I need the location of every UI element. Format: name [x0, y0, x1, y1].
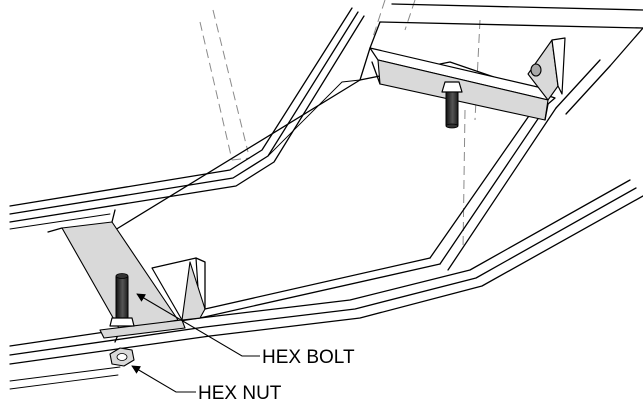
upper-cross-brace	[359, 21, 566, 121]
hex-nut-callout: HEX NUT	[198, 383, 282, 404]
hex-bolt-callout: HEX BOLT	[262, 347, 355, 368]
hidden-lines	[199, 0, 481, 251]
upper-nut-icon	[530, 63, 542, 77]
hex-nut	[109, 347, 135, 367]
callout-leaders	[131, 293, 260, 393]
hex-nut-leader	[131, 365, 196, 393]
right-frame-rail	[429, 27, 643, 271]
upper-hex-bolt	[441, 81, 463, 129]
upper-frame-rail	[9, 3, 643, 230]
lower-hex-bolt	[109, 273, 135, 327]
hex-bolt-leader	[136, 293, 260, 357]
